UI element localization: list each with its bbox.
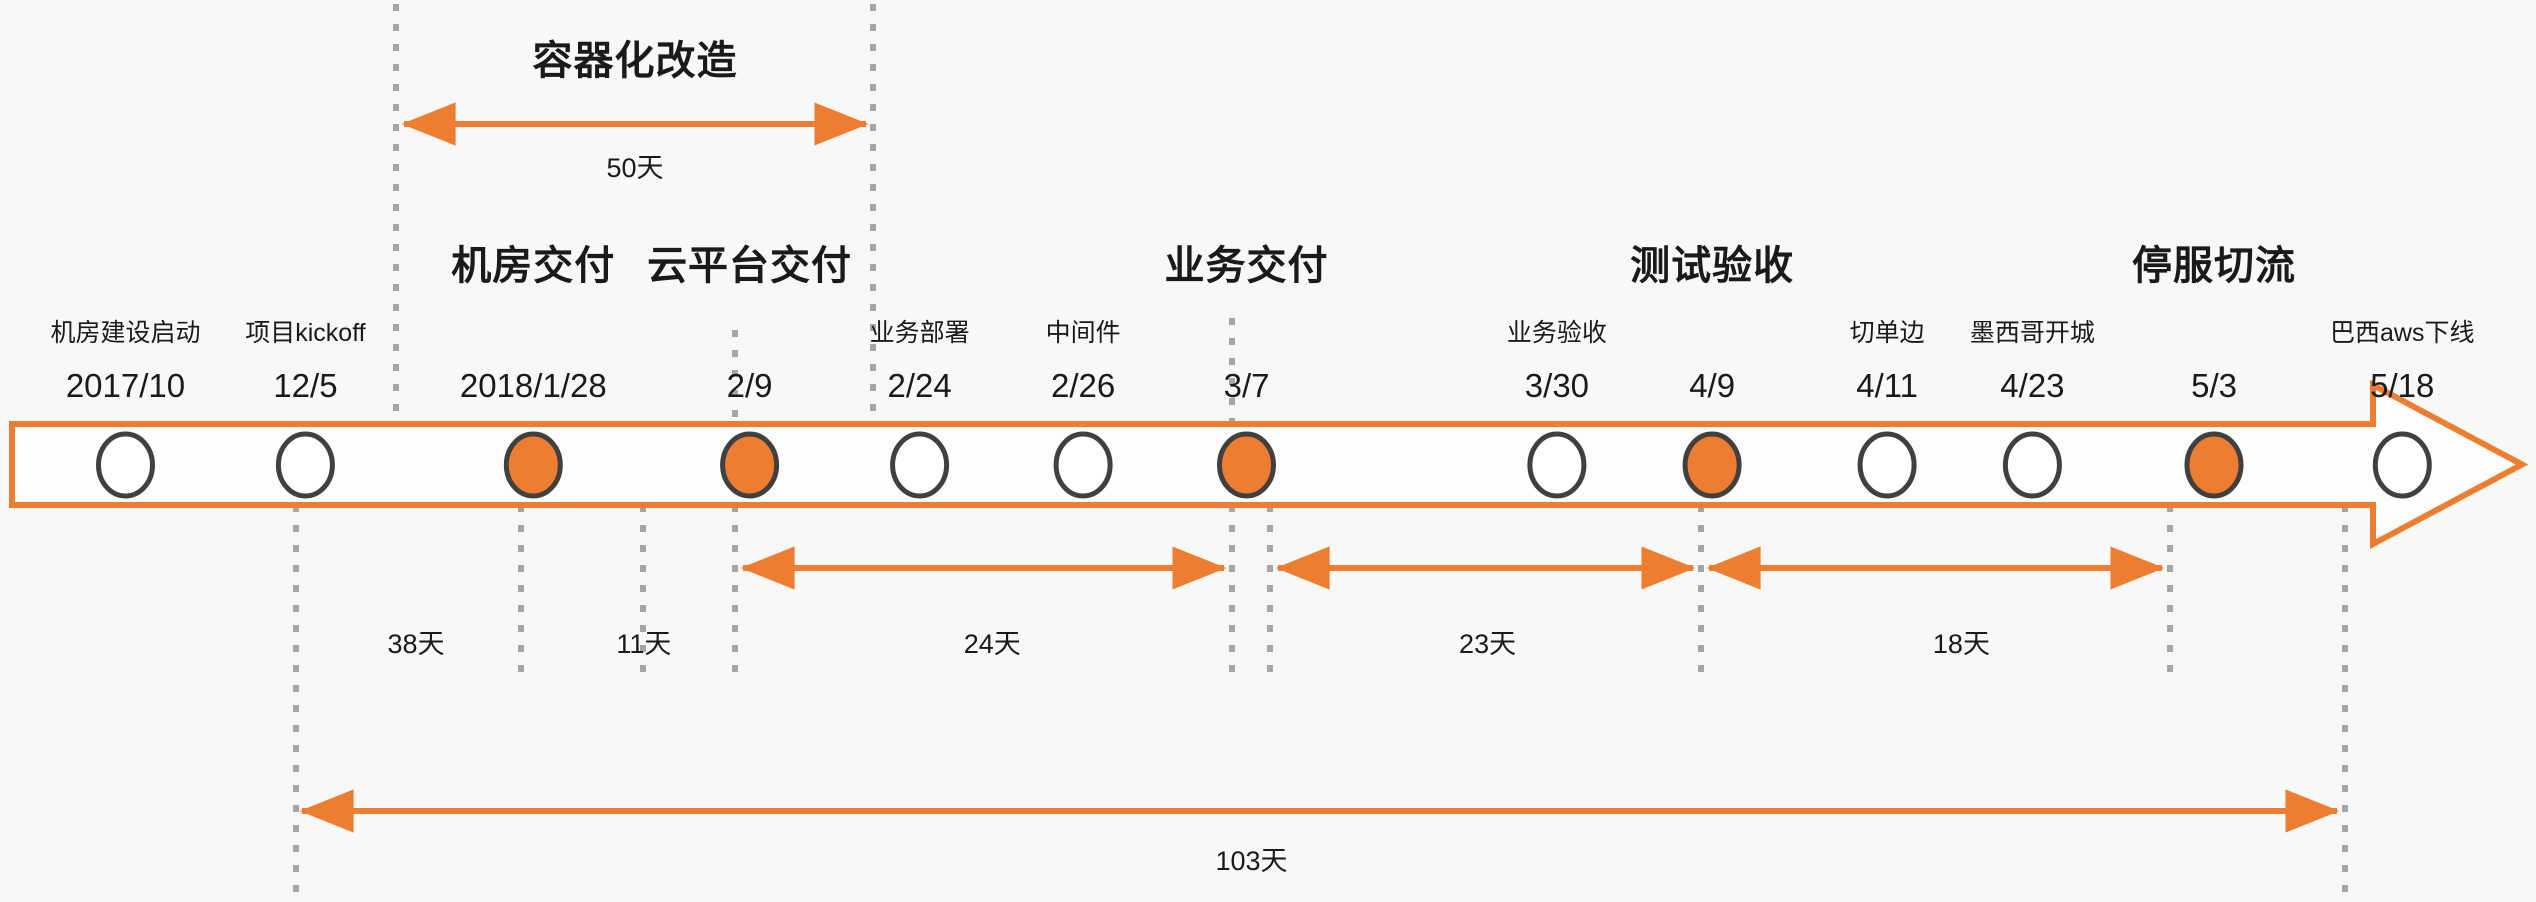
event-date: 5/18 <box>2370 367 2435 404</box>
event-date: 2/26 <box>1050 367 1116 404</box>
event-date: 5/3 <box>2191 367 2237 404</box>
event-date: 2018/1/28 <box>459 367 607 404</box>
event-date: 2/9 <box>726 367 773 404</box>
event-caption: 机房建设启动 <box>50 319 201 347</box>
milestone-marker[interactable] <box>1682 431 1742 499</box>
event-caption: 项目kickoff <box>245 319 366 347</box>
milestone-markers <box>96 431 2432 499</box>
event-date: 4/23 <box>2000 367 2065 404</box>
event-date: 4/9 <box>1689 367 1736 404</box>
event-date: 4/11 <box>1856 367 1919 404</box>
duration-label: 11天 <box>616 629 672 659</box>
milestone-marker[interactable] <box>2184 431 2244 499</box>
event-date: 2/24 <box>887 367 952 404</box>
milestone-marker[interactable] <box>2002 431 2062 499</box>
milestone-marker[interactable] <box>503 431 563 499</box>
event-caption: 业务验收 <box>1506 319 1607 347</box>
phase-title: 容器化改造 <box>532 39 738 83</box>
milestone-marker[interactable] <box>1217 431 1276 499</box>
milestone-marker[interactable] <box>275 431 335 499</box>
phase-duration-label: 50天 <box>606 153 664 183</box>
duration-label: 23天 <box>1459 629 1517 659</box>
duration-label: 38天 <box>387 629 445 659</box>
milestone-marker[interactable] <box>720 431 780 499</box>
event-date: 2017/10 <box>65 367 186 404</box>
upper-guide-lines <box>393 4 1235 424</box>
milestone-marker[interactable] <box>2372 431 2432 499</box>
lower-guide-lines <box>293 505 2348 898</box>
event-date: 3/30 <box>1524 367 1590 404</box>
milestone-marker[interactable] <box>1857 431 1917 499</box>
milestone-marker[interactable] <box>96 431 155 499</box>
duration-label: 103天 <box>1215 846 1288 876</box>
duration-label: 24天 <box>963 629 1021 659</box>
milestone-marker[interactable] <box>890 431 950 499</box>
event-date: 3/7 <box>1223 367 1270 404</box>
milestone-marker[interactable] <box>1053 431 1113 499</box>
milestone-title: 停服切流 <box>2132 244 2297 288</box>
milestone-title: 机房交付 <box>451 244 616 288</box>
duration-label: 18天 <box>1932 629 1990 659</box>
event-caption: 巴西aws下线 <box>2330 319 2475 347</box>
event-date: 12/5 <box>273 367 338 404</box>
milestone-title: 云平台交付 <box>647 244 853 288</box>
milestone-title: 业务交付 <box>1164 244 1329 288</box>
event-caption: 业务部署 <box>869 319 970 347</box>
milestone-marker[interactable] <box>1527 431 1587 499</box>
milestone-title: 测试验收 <box>1630 244 1795 288</box>
event-caption: 墨西哥开城 <box>1969 319 2095 347</box>
event-caption: 中间件 <box>1045 319 1121 347</box>
event-caption: 切单边 <box>1849 319 1925 347</box>
